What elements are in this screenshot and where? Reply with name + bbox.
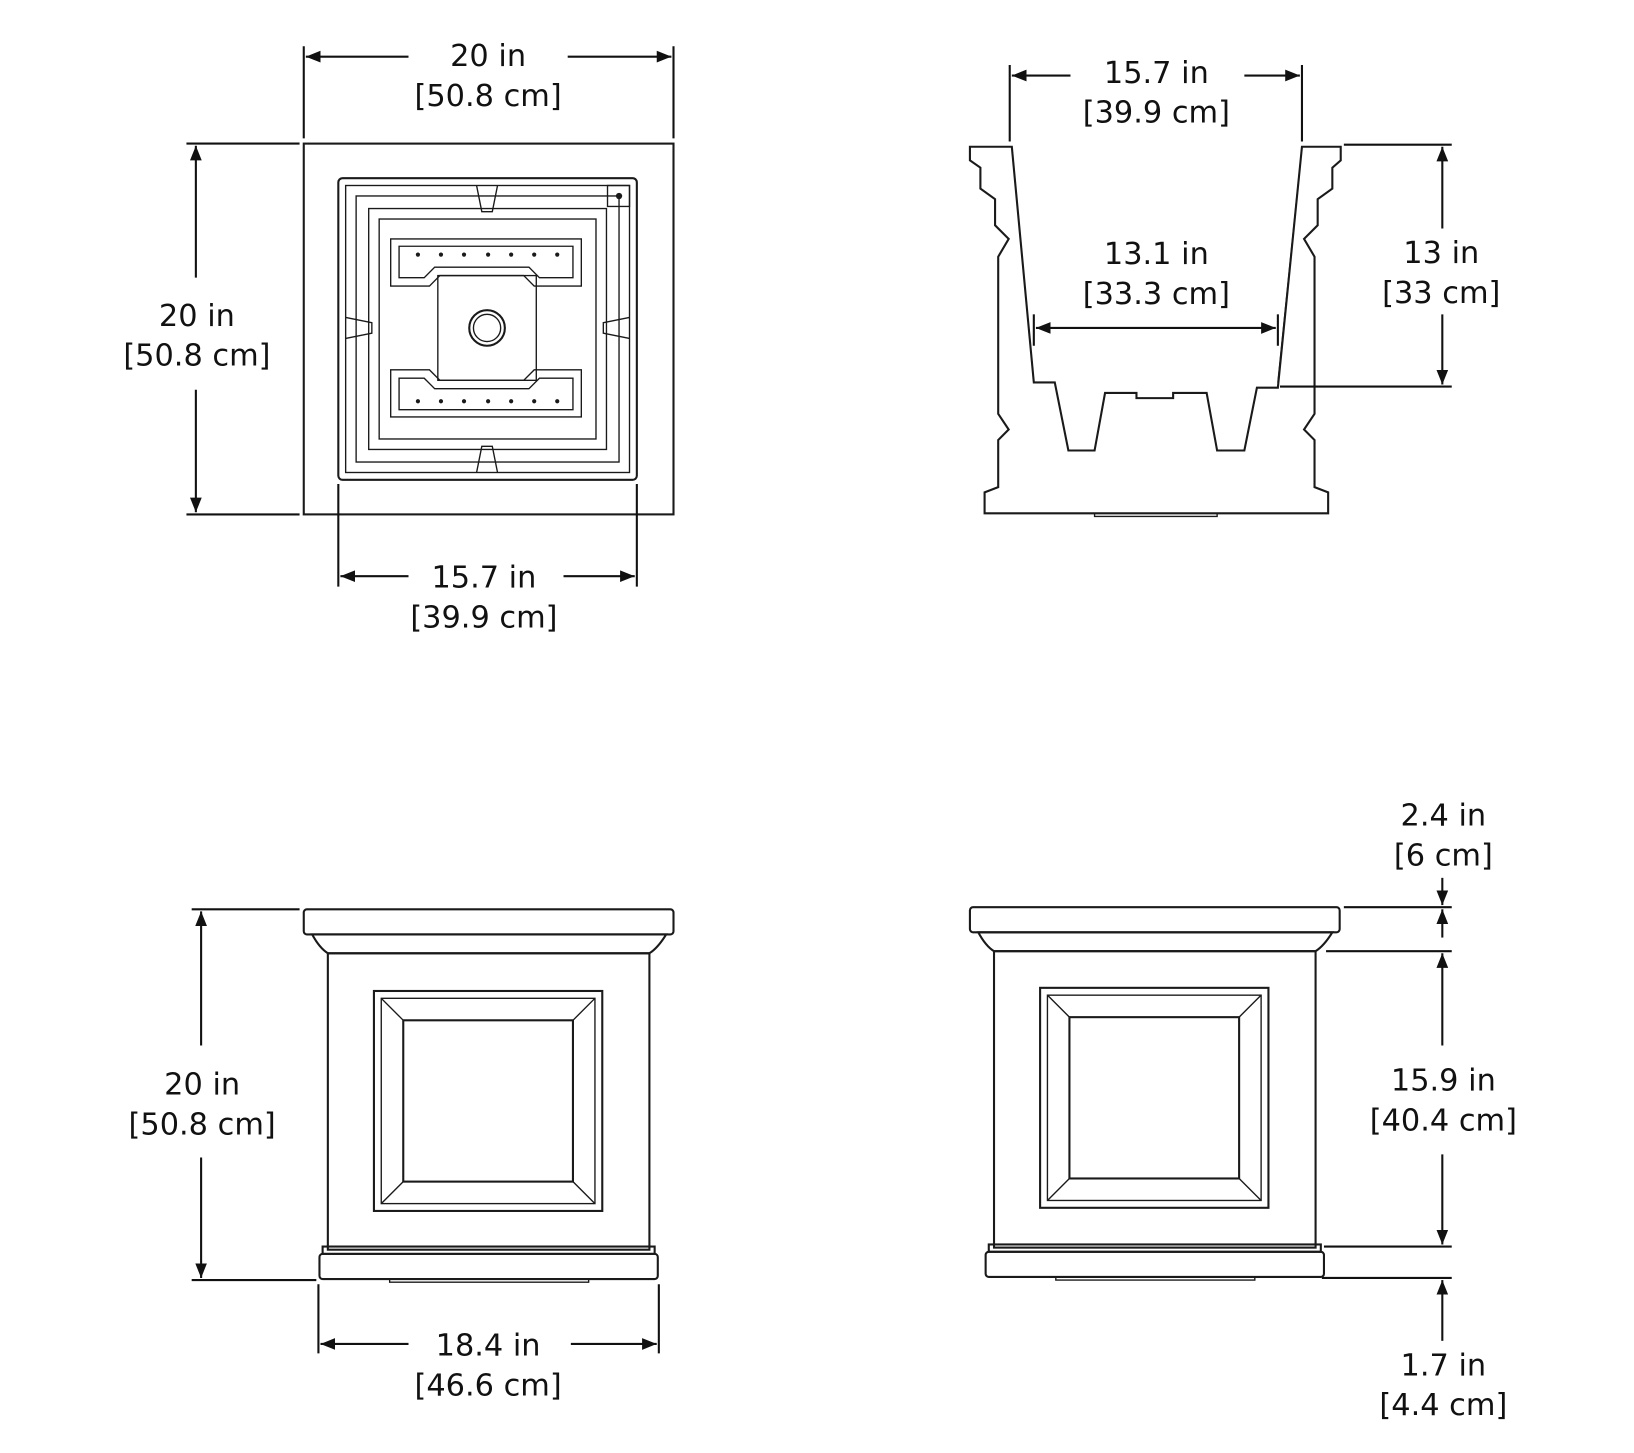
side-cap-height-dimension: 2.4 in [6 cm] bbox=[1326, 798, 1493, 953]
top-inner-width-cm: [39.9 cm] bbox=[410, 601, 557, 636]
front-base-width-in: 18.4 in bbox=[436, 1328, 541, 1363]
section-bottom-width-cm: [33.3 cm] bbox=[1083, 277, 1230, 312]
section-bottom-width-dimension: 13.1 in [33.3 cm] bbox=[1032, 237, 1279, 346]
front-height-dimension: 20 in [50.8 cm] bbox=[129, 908, 317, 1282]
section-depth-cm: [33 cm] bbox=[1382, 276, 1500, 311]
side-cap-height-in: 2.4 in bbox=[1401, 798, 1487, 833]
top-inner-width-dimension: 15.7 in [39.9 cm] bbox=[337, 484, 638, 636]
side-body-height-cm: [40.4 cm] bbox=[1370, 1103, 1517, 1138]
side-body-height-dimension: 15.9 in [40.4 cm] bbox=[1323, 953, 1517, 1248]
front-view bbox=[302, 908, 675, 1283]
section-bottom-width-in: 13.1 in bbox=[1104, 237, 1209, 272]
top-depth-cm: [50.8 cm] bbox=[123, 339, 270, 374]
front-base-width-dimension: 18.4 in [46.6 cm] bbox=[317, 1284, 660, 1403]
side-view bbox=[968, 906, 1341, 1281]
top-width-cm: [50.8 cm] bbox=[415, 79, 562, 114]
front-height-in: 20 in bbox=[164, 1068, 240, 1103]
side-base-height-dimension: 1.7 in [4.4 cm] bbox=[1321, 1276, 1507, 1423]
top-depth-in: 20 in bbox=[159, 299, 235, 334]
section-depth-in: 13 in bbox=[1403, 236, 1479, 271]
section-top-width-in: 15.7 in bbox=[1104, 56, 1209, 91]
section-view bbox=[968, 145, 1342, 518]
side-base-height-cm: [4.4 cm] bbox=[1379, 1388, 1507, 1423]
side-cap-height-cm: [6 cm] bbox=[1394, 838, 1493, 873]
top-width-dimension: 20 in [50.8 cm] bbox=[302, 39, 675, 139]
drain-holes bbox=[415, 252, 560, 404]
section-depth-dimension: 13 in [33 cm] bbox=[1279, 143, 1500, 388]
section-top-width-dimension: 15.7 in [39.9 cm] bbox=[1008, 56, 1304, 142]
section-top-width-cm: [39.9 cm] bbox=[1083, 96, 1230, 131]
top-depth-dimension: 20 in [50.8 cm] bbox=[123, 142, 300, 516]
side-body-height-in: 15.9 in bbox=[1391, 1063, 1496, 1098]
side-base-height-in: 1.7 in bbox=[1401, 1348, 1487, 1383]
top-width-in: 20 in bbox=[450, 39, 526, 74]
front-height-cm: [50.8 cm] bbox=[129, 1107, 276, 1142]
front-base-width-cm: [46.6 cm] bbox=[415, 1368, 562, 1403]
top-inner-width-in: 15.7 in bbox=[431, 561, 536, 596]
top-view bbox=[302, 142, 675, 516]
